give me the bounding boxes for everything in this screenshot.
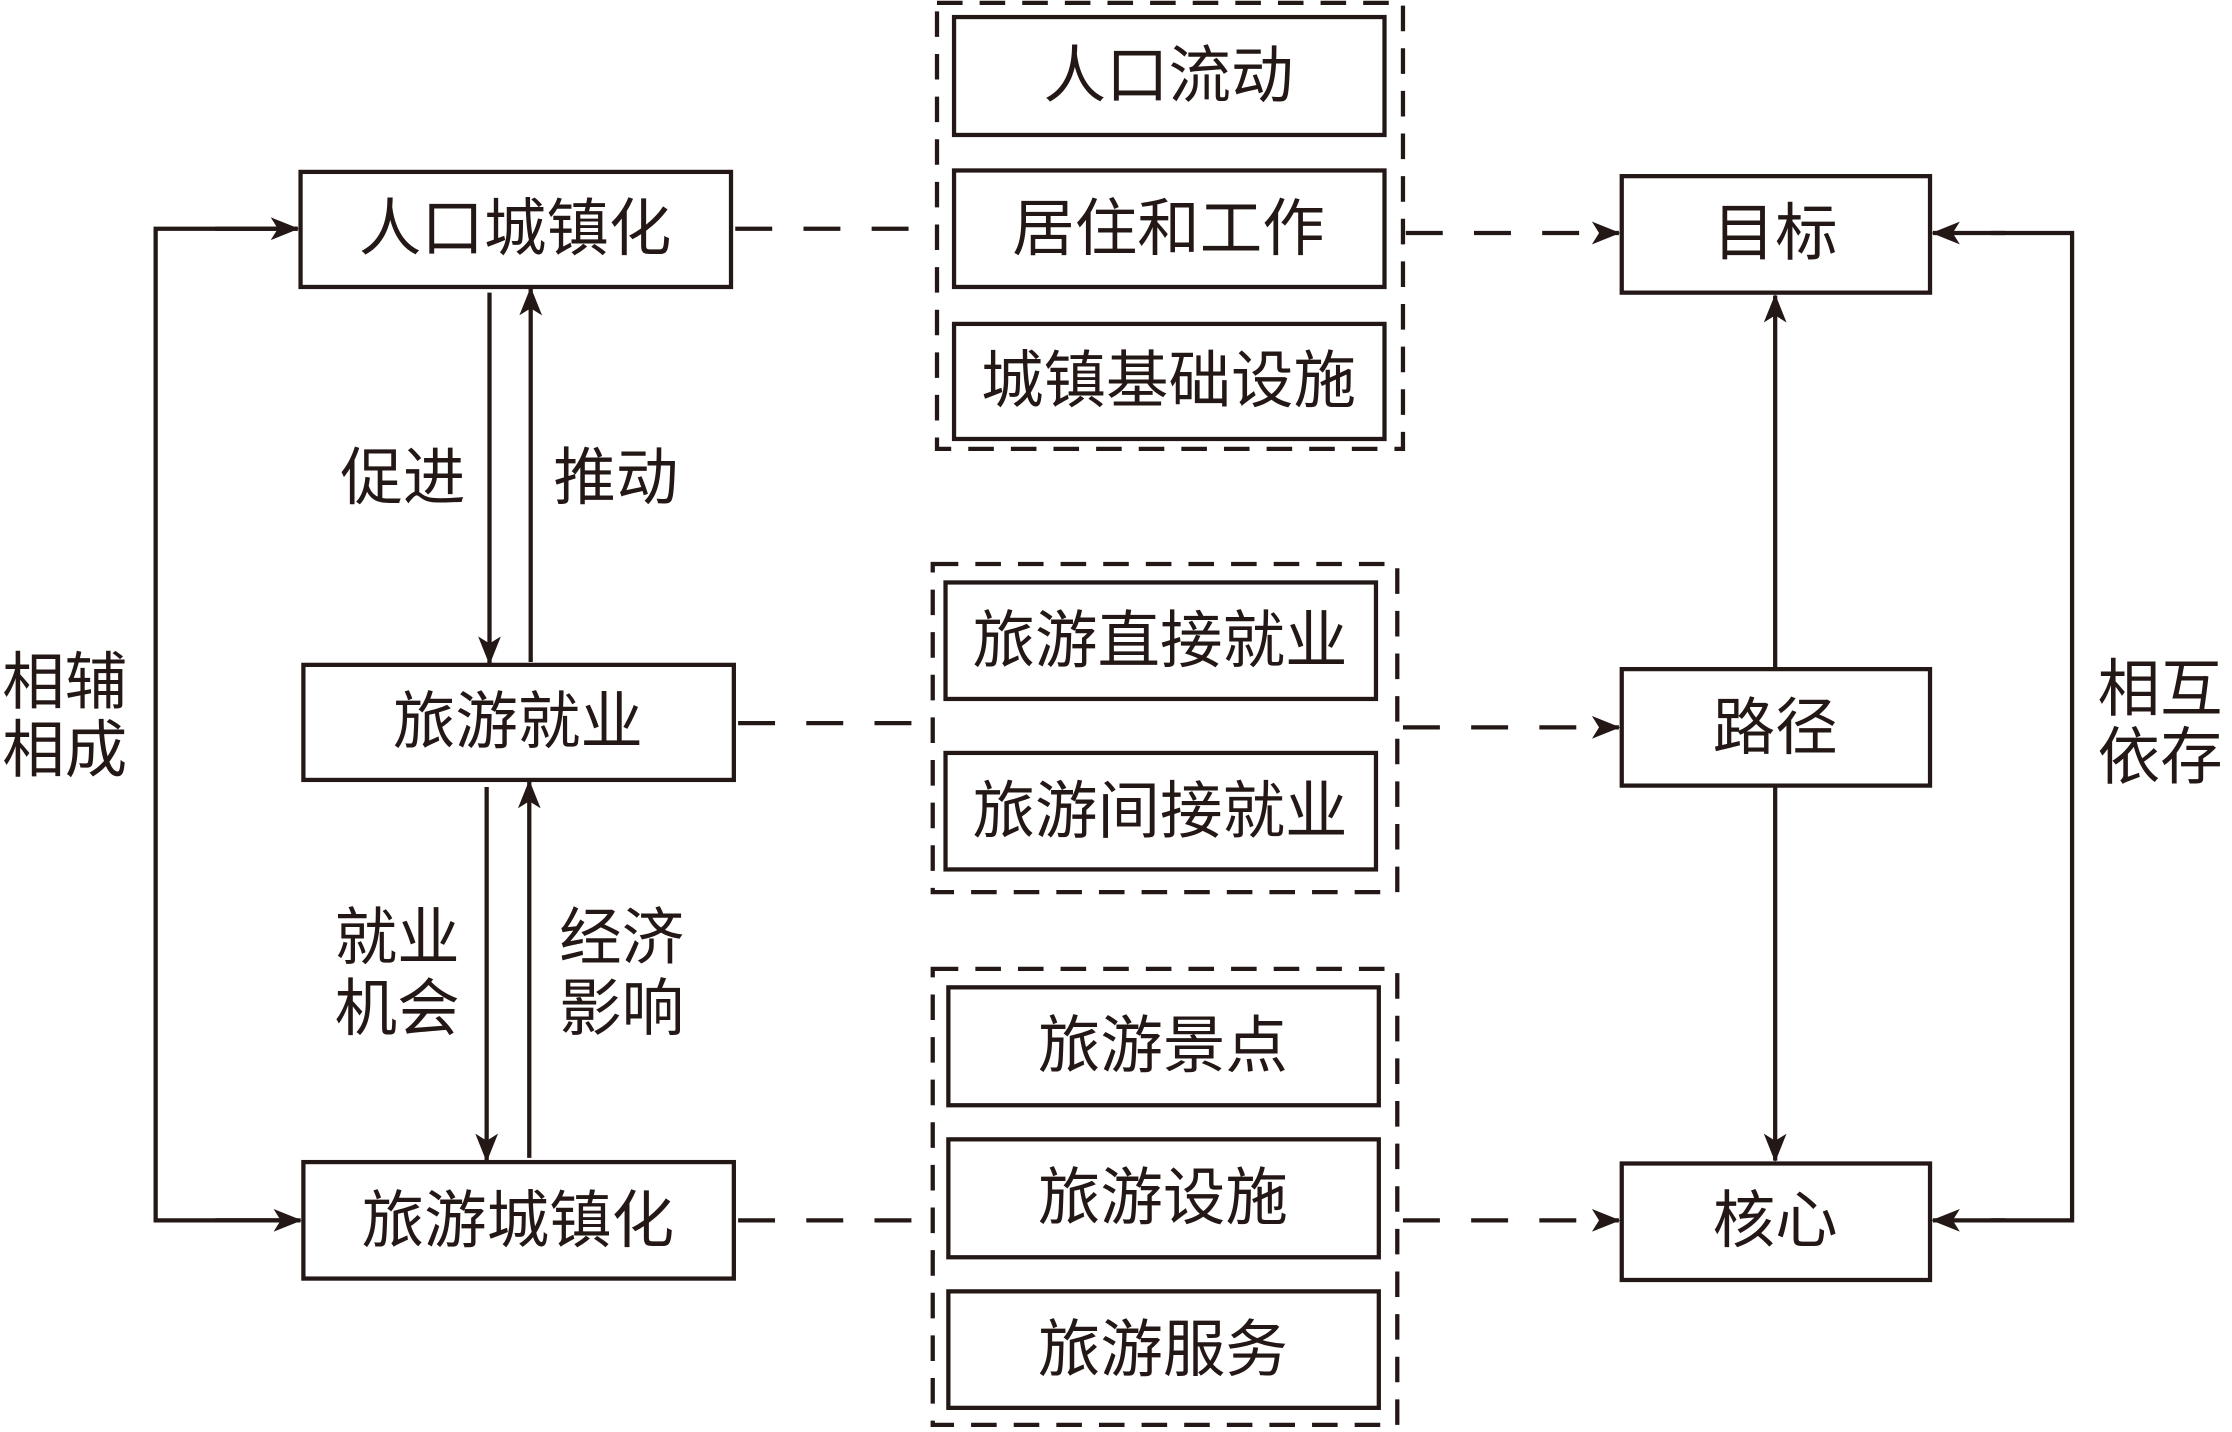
box-tourism-employment-label: 旅游就业 <box>393 685 643 758</box>
item-box <box>943 580 1379 702</box>
box-tourism-employment <box>301 662 736 783</box>
item-box <box>946 1137 1381 1260</box>
item-box <box>951 321 1387 442</box>
item-label: 人口流动 <box>1044 39 1294 112</box>
box-goal <box>1619 174 1933 295</box>
item-box <box>946 1289 1381 1410</box>
item-label: 居住和工作 <box>1012 192 1324 265</box>
item-box <box>946 985 1381 1108</box>
item-label: 城镇基础设施 <box>981 344 1356 417</box>
label-promote: 促进 <box>340 441 465 514</box>
label-job-opportunity-2: 机会 <box>335 972 460 1045</box>
item-label: 旅游设施 <box>1038 1161 1288 1234</box>
label-economic-impact-2: 影响 <box>559 972 684 1045</box>
label-economic-impact-1: 经济 <box>559 901 684 974</box>
box-goal-label: 目标 <box>1713 196 1838 269</box>
item-box <box>951 14 1387 138</box>
box-core <box>1619 1161 1933 1283</box>
item-label: 旅游间接就业 <box>973 775 1348 848</box>
right-loop-connector <box>1991 230 2075 1223</box>
box-core-label: 核心 <box>1713 1184 1838 1257</box>
left-loop-label-2: 相成 <box>2 714 127 787</box>
item-box <box>951 168 1387 290</box>
box-path <box>1619 666 1933 788</box>
box-path-label: 路径 <box>1713 691 1838 764</box>
box-population-urbanization-label: 人口城镇化 <box>359 192 672 265</box>
item-label: 旅游直接就业 <box>973 604 1348 677</box>
label-drive: 推动 <box>553 441 678 514</box>
box-population-urbanization <box>298 169 734 290</box>
item-label: 旅游景点 <box>1038 1009 1288 1082</box>
box-tourism-urbanization-label: 旅游城镇化 <box>362 1184 675 1257</box>
left-loop-connector <box>153 226 298 1223</box>
box-tourism-urbanization <box>301 1159 736 1281</box>
item-label: 旅游服务 <box>1038 1313 1288 1386</box>
item-box <box>943 750 1379 872</box>
right-loop-label-1: 相互 <box>2098 653 2223 726</box>
label-job-opportunity-1: 就业 <box>335 901 460 974</box>
group-tourism-employment-types <box>930 561 1400 895</box>
left-loop-label-1: 相辅 <box>2 645 127 718</box>
group-population-urbanization-factors <box>934 0 1406 452</box>
right-loop-label-2: 依存 <box>2098 721 2223 794</box>
group-tourism-urbanization-elements <box>930 966 1400 1428</box>
